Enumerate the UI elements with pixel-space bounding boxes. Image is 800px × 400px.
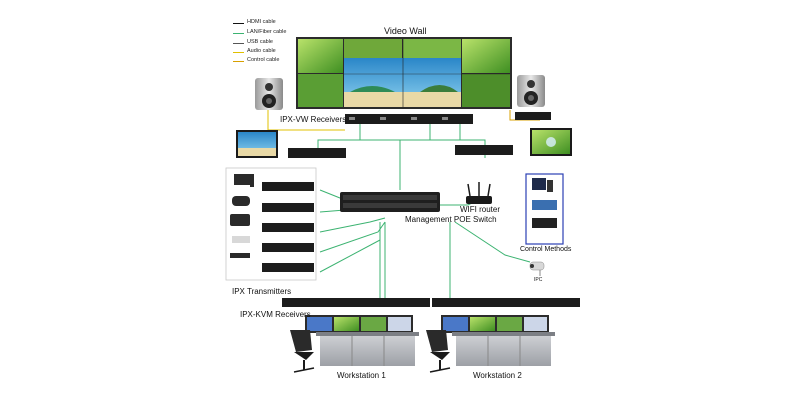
- wifi-router: [466, 182, 492, 204]
- legend-line-audio: [233, 52, 244, 53]
- legend-line-usb: [233, 43, 244, 44]
- label-ipc: IPC: [534, 277, 543, 283]
- label-control-methods: Control Methods: [520, 246, 572, 253]
- speaker-right: [517, 75, 545, 107]
- source-devices: [230, 174, 254, 258]
- legend-label-lan: LAN/Fiber cable: [247, 29, 287, 35]
- transmitters: [262, 182, 314, 272]
- kvm-receivers-ws2: [432, 298, 580, 307]
- workstation-1: [290, 315, 419, 373]
- workstation-2: [426, 315, 555, 373]
- label-vw-receivers: IPX-VW Receivers: [280, 115, 347, 124]
- vw-receiver-right: [455, 145, 513, 155]
- video-wall: [296, 37, 512, 109]
- label-wifi: WIFI router: [460, 205, 501, 214]
- poe-switch: [340, 192, 440, 212]
- label-video-wall: Video Wall: [384, 26, 427, 36]
- legend-line-hdmi: [233, 23, 244, 24]
- kvm-receivers-ws1: [282, 298, 430, 307]
- label-kvm-receivers: IPX-KVM Receivers: [240, 310, 311, 319]
- label-transmitters: IPX Transmitters: [232, 287, 292, 296]
- label-workstation-2: Workstation 2: [473, 371, 522, 380]
- legend-line-lan: [233, 33, 244, 34]
- label-switch: Management POE Switch: [405, 215, 497, 224]
- amplifier: [515, 112, 551, 120]
- legend-line-control: [233, 61, 244, 62]
- label-workstation-1: Workstation 1: [337, 371, 386, 380]
- ipc-camera: [529, 261, 545, 276]
- legend-label-control: Control cable: [247, 57, 280, 63]
- vw-receivers-rack: [345, 114, 473, 124]
- legend-label-usb: USB cable: [247, 39, 273, 45]
- speaker-left: [255, 78, 283, 110]
- control-methods-box: [525, 173, 564, 245]
- monitor-left: [236, 130, 278, 158]
- vw-receiver-left: [288, 148, 346, 158]
- monitor-right: [530, 128, 572, 156]
- legend-label-audio: Audio cable: [247, 48, 276, 54]
- legend-label-hdmi: HDMI cable: [247, 19, 276, 25]
